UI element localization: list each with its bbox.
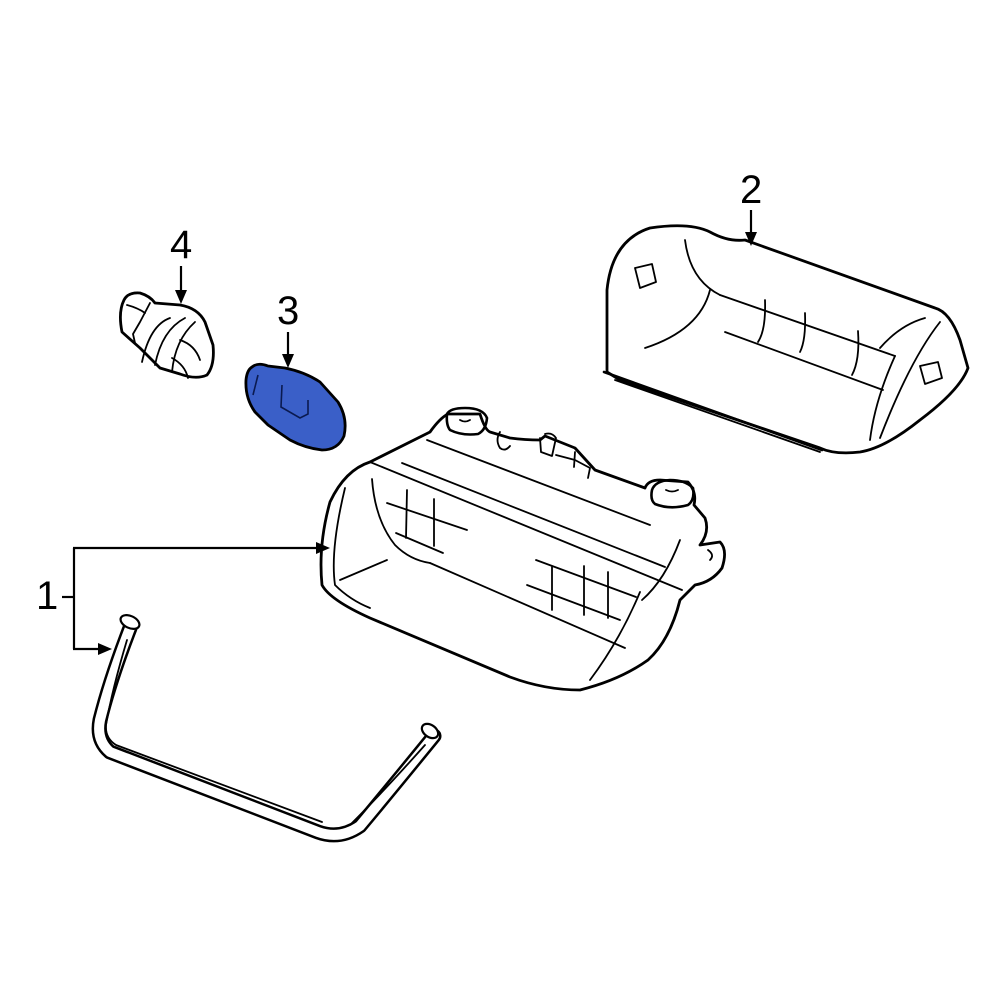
callout-label-3: 3 — [277, 289, 299, 333]
callout-2: 2 — [740, 168, 762, 246]
part-4-bulb-socket[interactable] — [119, 291, 215, 379]
callout-1: 1 — [36, 542, 330, 655]
callout-4: 4 — [170, 223, 192, 304]
callout-label-1: 1 — [36, 574, 58, 618]
callout-3: 3 — [277, 289, 299, 368]
part-1-seal[interactable] — [91, 612, 442, 843]
callout-label-2: 2 — [740, 168, 762, 212]
callout-label-4: 4 — [170, 223, 192, 267]
part-2-lamp-cover[interactable] — [602, 224, 970, 455]
part-1-lamp-housing[interactable] — [319, 406, 726, 692]
part-3-bulb-highlighted[interactable] — [244, 362, 347, 452]
